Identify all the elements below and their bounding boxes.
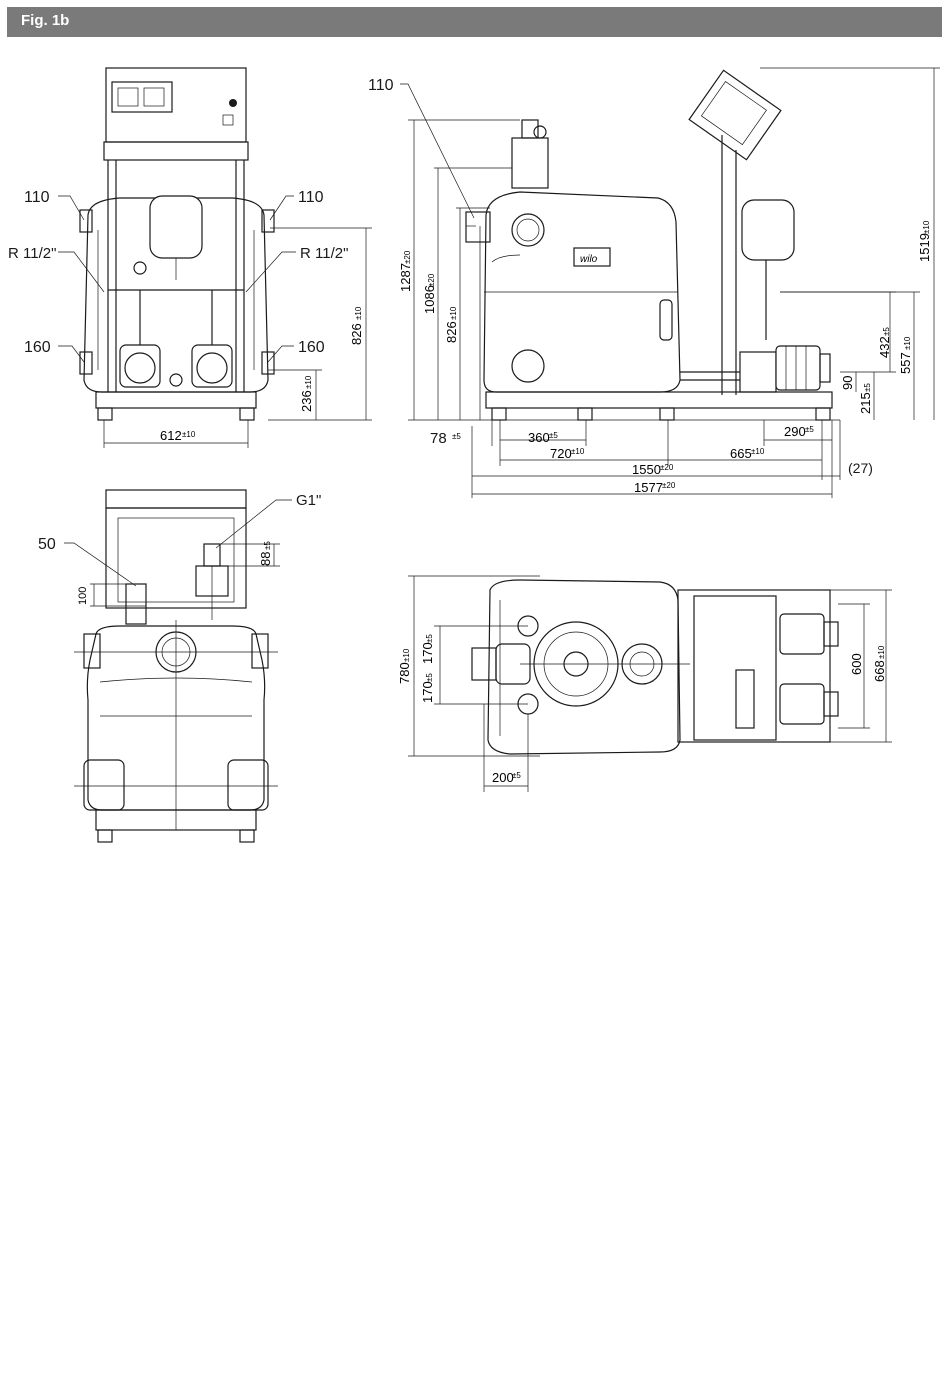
dim-1519: 1519 [917, 233, 932, 262]
dim-1577-tol: ±20 [662, 481, 676, 490]
dim-1550: 1550 [632, 462, 661, 477]
dim-360: 360 [528, 430, 550, 445]
control-box-side [689, 70, 781, 159]
dim-826-front-tol: ±10 [354, 306, 363, 320]
pump-left [120, 345, 160, 387]
dim-826-side-tol: ±10 [449, 306, 458, 320]
pressure-vessel-side [742, 200, 794, 260]
dim-90: 90 [840, 376, 855, 390]
dim-290-tol: ±5 [805, 425, 814, 434]
brand-label: wilo [580, 254, 598, 265]
dim-170-lower-tol: ±5 [425, 673, 434, 682]
dim-100: 100 [77, 587, 89, 605]
dim-432: 432 [877, 336, 892, 358]
dim-170-lower: 170 [420, 681, 435, 703]
tank-top [488, 580, 680, 754]
callout-front-right-110: 110 [298, 189, 324, 206]
dim-557-tol: ±10 [903, 336, 912, 350]
dim-780-tol: ±10 [402, 648, 411, 662]
rear-view [64, 490, 292, 842]
dim-1086: 1086 [422, 285, 437, 314]
dim-600: 600 [849, 653, 864, 675]
top-view [408, 576, 892, 792]
dim-720: 720 [550, 446, 572, 461]
dim-200-tol: ±5 [512, 771, 521, 780]
dim-612-tol: ±10 [182, 430, 196, 439]
rear-view-labels: G1" 50 88 ±5 100 [38, 492, 321, 605]
dim-826-side: 826 [444, 321, 459, 343]
dim-668: 668 [872, 660, 887, 682]
dim-236-tol: ±10 [304, 375, 313, 389]
callout-front-right-r112: R 11/2" [300, 245, 348, 262]
callout-g1: G1" [296, 492, 321, 509]
valve-assembly [512, 138, 548, 188]
motor-top-1 [780, 614, 824, 654]
dim-215-tol: ±5 [863, 383, 872, 392]
motor-side [776, 346, 820, 390]
dim-1550-tol: ±20 [660, 463, 674, 472]
dim-27: (27) [848, 460, 873, 476]
callout-front-left-r112: R 11/2" [8, 245, 56, 262]
callout-side-110: 110 [368, 77, 394, 94]
dim-200: 200 [492, 770, 514, 785]
dim-360-tol: ±5 [549, 431, 558, 440]
base-side [486, 392, 832, 408]
dim-1287-tol: ±20 [403, 250, 412, 264]
callout-front-left-110: 110 [24, 189, 50, 206]
pressure-gauge [134, 262, 146, 274]
dim-170-upper: 170 [420, 642, 435, 664]
side-view [400, 68, 940, 498]
pressure-vessel [150, 196, 202, 258]
callout-front-right-160: 160 [298, 339, 325, 356]
control-box [106, 68, 246, 142]
dim-826-front: 826 [349, 323, 364, 345]
dim-78-tol: ±5 [452, 432, 461, 441]
callout-front-left-160: 160 [24, 339, 51, 356]
dim-215: 215 [858, 392, 873, 414]
dim-665-tol: ±10 [751, 447, 765, 456]
dim-1577: 1577 [634, 480, 663, 495]
dim-780: 780 [397, 662, 412, 684]
dim-612: 612 [160, 428, 182, 443]
dim-290: 290 [784, 424, 806, 439]
dim-557: 557 [898, 352, 913, 374]
dim-88-tol: ±5 [263, 541, 272, 550]
dim-170-upper-tol: ±5 [425, 634, 434, 643]
callout-50: 50 [38, 536, 56, 553]
pump-right [192, 345, 232, 387]
side-view-labels: 110 wilo 1519 ±10 1287 ±20 1086 ±20 826 … [368, 77, 932, 495]
dim-1519-tol: ±10 [922, 220, 931, 234]
dim-720-tol: ±10 [571, 447, 585, 456]
dim-665: 665 [730, 446, 752, 461]
dim-1086-tol: ±20 [427, 273, 436, 287]
dim-78: 78 [430, 430, 447, 447]
dim-432-tol: ±5 [882, 327, 891, 336]
motor-top-2 [780, 684, 824, 724]
base-frame [96, 392, 256, 408]
dim-88: 88 [258, 552, 273, 566]
dim-236: 236 [299, 390, 314, 412]
control-box-rear [106, 490, 246, 508]
dim-1287: 1287 [398, 263, 413, 292]
dim-668-tol: ±10 [877, 645, 886, 659]
